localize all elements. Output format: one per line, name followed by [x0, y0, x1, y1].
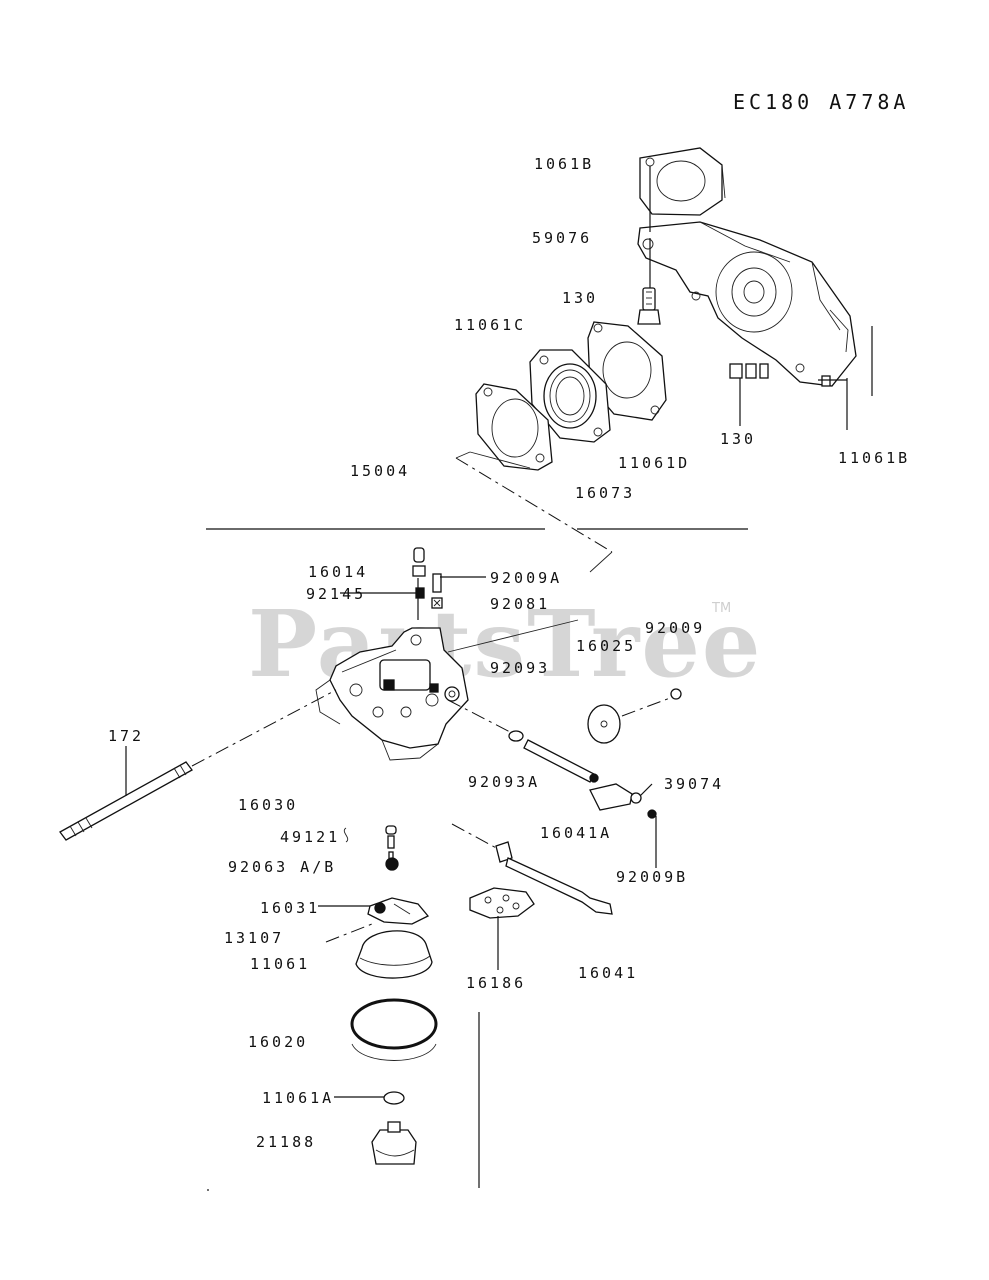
nut-130: [729, 363, 769, 379]
label-15004: 15004: [350, 462, 410, 480]
label-92063ab: 92063 A/B: [228, 858, 336, 876]
nut-small: [821, 375, 831, 387]
upper-leader-lines: [455, 166, 848, 573]
diagram-code: EC180 A778A: [733, 90, 909, 114]
label-92081: 92081: [490, 595, 550, 613]
throttle-shaft-172: [59, 689, 337, 841]
label-39074: 39074: [664, 775, 724, 793]
label-16030: 16030: [238, 796, 298, 814]
label-59076: 59076: [532, 229, 592, 247]
diaphragm-16186: [469, 887, 535, 919]
label-130-right: 130: [720, 430, 756, 448]
label-16014: 16014: [308, 563, 368, 581]
label-92093: 92093: [490, 659, 550, 677]
label-11061d: 11061D: [618, 454, 690, 472]
intake-manifold: [637, 221, 857, 387]
lever-16041a: [451, 823, 613, 915]
bolt-59076: [637, 287, 661, 325]
label-16025: 16025: [576, 637, 636, 655]
watermark-trademark: TM: [711, 601, 731, 616]
label-92145: 92145: [306, 585, 366, 603]
drain-plug-21188: [371, 1121, 417, 1165]
label-16186: 16186: [466, 974, 526, 992]
label-11061b: 11061B: [838, 449, 910, 467]
washer-11061a: [383, 1091, 405, 1105]
carburetor-body: [315, 627, 469, 761]
stray-mark: [207, 1189, 209, 1191]
label-92093a: 92093A: [468, 773, 540, 791]
label-16073: 16073: [575, 484, 635, 502]
carb-top-fitting: [412, 547, 443, 609]
float-parts: [343, 825, 399, 871]
label-16020: 16020: [248, 1033, 308, 1051]
label-11061: 11061: [250, 955, 310, 973]
label-92009: 92009: [645, 619, 705, 637]
label-16041a: 16041A: [540, 824, 612, 842]
insulator-16073: [529, 349, 611, 443]
part-labels: 1061B 59076 130 11061C 130 11061B 11061D…: [108, 155, 910, 1151]
gasket-11061d: [475, 383, 553, 471]
label-92009b: 92009B: [616, 868, 688, 886]
label-172: 172: [108, 727, 144, 745]
lower-leader-lines: [125, 576, 657, 1098]
label-11061a: 11061A: [262, 1089, 334, 1107]
label-92009a: 92009A: [490, 569, 562, 587]
label-16041: 16041: [578, 964, 638, 982]
label-130-top: 130: [562, 289, 598, 307]
top-gasket-1061b: [639, 147, 726, 216]
label-13107: 13107: [224, 929, 284, 947]
label-11061c: 11061C: [454, 316, 526, 334]
separator-lines: [206, 326, 873, 1188]
label-21188: 21188: [256, 1133, 316, 1151]
choke-shaft-assembly: [447, 688, 682, 819]
label-49121: 49121: [280, 828, 340, 846]
label-1061b: 1061B: [534, 155, 594, 173]
bowl-gasket-16020: [350, 998, 438, 1061]
float-bowl: [325, 897, 433, 979]
label-16031: 16031: [260, 899, 320, 917]
